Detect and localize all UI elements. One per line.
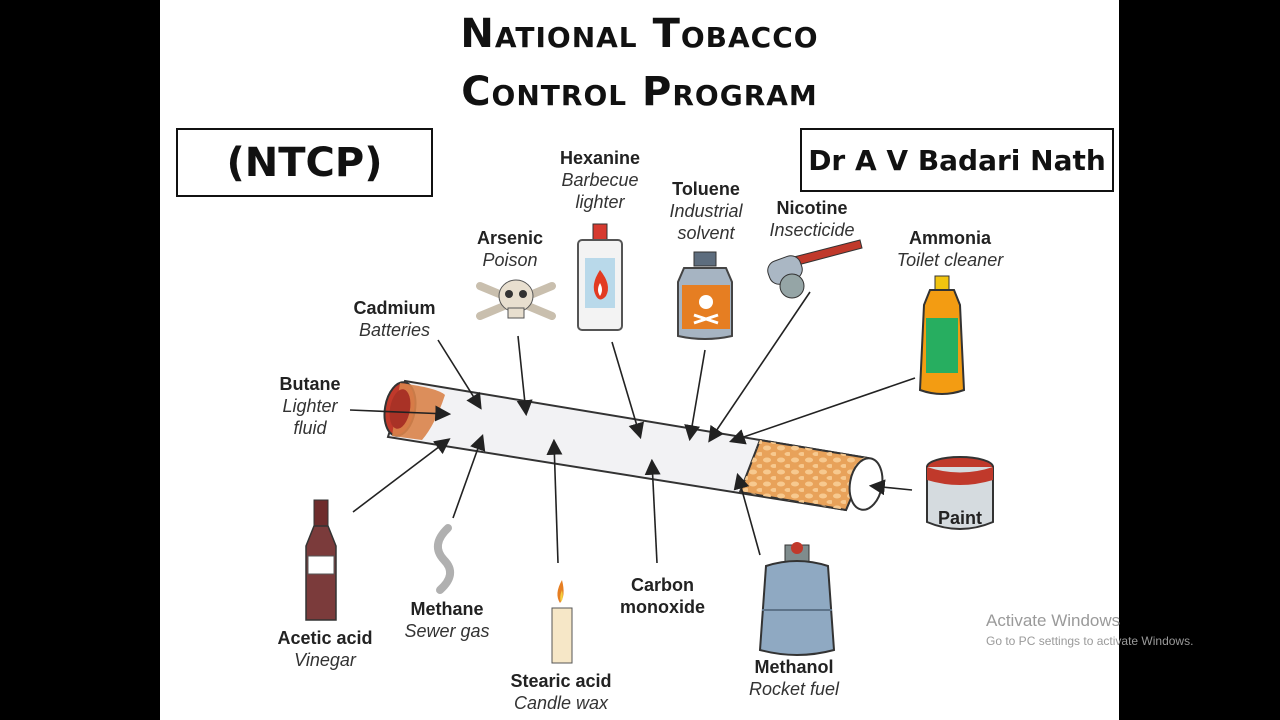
chemical-name: Butane (279, 374, 341, 394)
lighter-fluid-bottle-icon (577, 223, 623, 331)
slide: National Tobacco Control Program (NTCP) … (160, 0, 1119, 720)
chemical-name: Ammonia (908, 228, 991, 248)
cigarette (383, 379, 884, 512)
chemical-use: Poison (482, 250, 538, 270)
chemical-use: Industrial (669, 201, 743, 221)
insecticide-sprayer-icon (767, 239, 863, 299)
label-nicotine: Nicotine Insecticide (752, 197, 872, 241)
chemical-name: Toluene (672, 179, 740, 199)
gas-cylinder-icon (758, 542, 836, 656)
toilet-cleaner-bottle-icon (918, 275, 966, 395)
solvent-bottle-icon (677, 251, 733, 340)
acronym-text: (NTCP) (226, 139, 383, 186)
chemical-name: Hexanine (559, 148, 641, 168)
skull-crossbones-icon (476, 279, 556, 320)
chemical-name: Cadmium (353, 298, 436, 318)
chemical-use: Batteries (358, 320, 431, 340)
chemical-name: Acetic acid (277, 628, 373, 648)
label-ammonia: Ammonia Toilet cleaner (880, 227, 1020, 271)
chemical-use: Rocket fuel (748, 679, 840, 699)
author-text: Dr A V Badari Nath (808, 143, 1106, 177)
chemical-use: Toilet cleaner (896, 250, 1004, 270)
chemical-name: Methane (410, 599, 484, 619)
chemical-name: monoxide (619, 597, 705, 617)
label-cadmium: Cadmium Batteries (342, 297, 447, 341)
label-stearic-acid: Stearic acid Candle wax (500, 670, 622, 714)
label-arsenic: Arsenic Poison (460, 227, 560, 271)
chemical-name: Stearic acid (510, 671, 612, 691)
sewer-gas-smoke-icon (434, 524, 454, 594)
cigarette-diagram: Paint (305, 223, 994, 664)
label-methane: Methane Sewer gas (392, 598, 502, 642)
label-butane: Butane Lighter fluid (265, 373, 355, 439)
paint-can-icon: Paint (926, 456, 994, 530)
chemical-use: Lighter (282, 396, 338, 416)
arrows (349, 291, 916, 564)
activate-windows-watermark: Activate Windows (986, 611, 1121, 630)
chemical-use: Sewer gas (404, 621, 490, 641)
label-hexanine: Hexanine Barbecue lighter (540, 147, 660, 213)
author-box: Dr A V Badari Nath (800, 128, 1114, 192)
chemical-use: Insecticide (769, 220, 855, 240)
chemical-use: Barbecue (561, 170, 639, 190)
activate-windows-hint: Go to PC settings to activate Windows. (986, 634, 1194, 648)
candle-icon (551, 580, 573, 664)
label-carbon-monoxide: Carbon monoxide (605, 574, 720, 618)
chemical-name: Arsenic (476, 228, 544, 248)
chemical-use: fluid (293, 418, 327, 438)
chemical-name: Methanol (754, 657, 834, 677)
title-line-2: Control Program (461, 69, 818, 115)
label-acetic-acid: Acetic acid Vinegar (265, 627, 385, 671)
chemical-use: solvent (677, 223, 735, 243)
label-methanol: Methanol Rocket fuel (735, 656, 853, 700)
label-toluene: Toluene Industrial solvent (646, 178, 766, 244)
chemical-use: Candle wax (513, 693, 609, 713)
acronym-box: (NTCP) (176, 128, 433, 197)
chemical-use: Vinegar (294, 650, 356, 670)
chemical-name: Nicotine (776, 198, 848, 218)
paint-label: Paint (938, 508, 982, 528)
chemical-name: Carbon (631, 575, 694, 595)
vinegar-bottle-icon (305, 499, 337, 621)
chemical-use: lighter (575, 192, 625, 212)
title-line-1: National Tobacco (460, 11, 819, 57)
